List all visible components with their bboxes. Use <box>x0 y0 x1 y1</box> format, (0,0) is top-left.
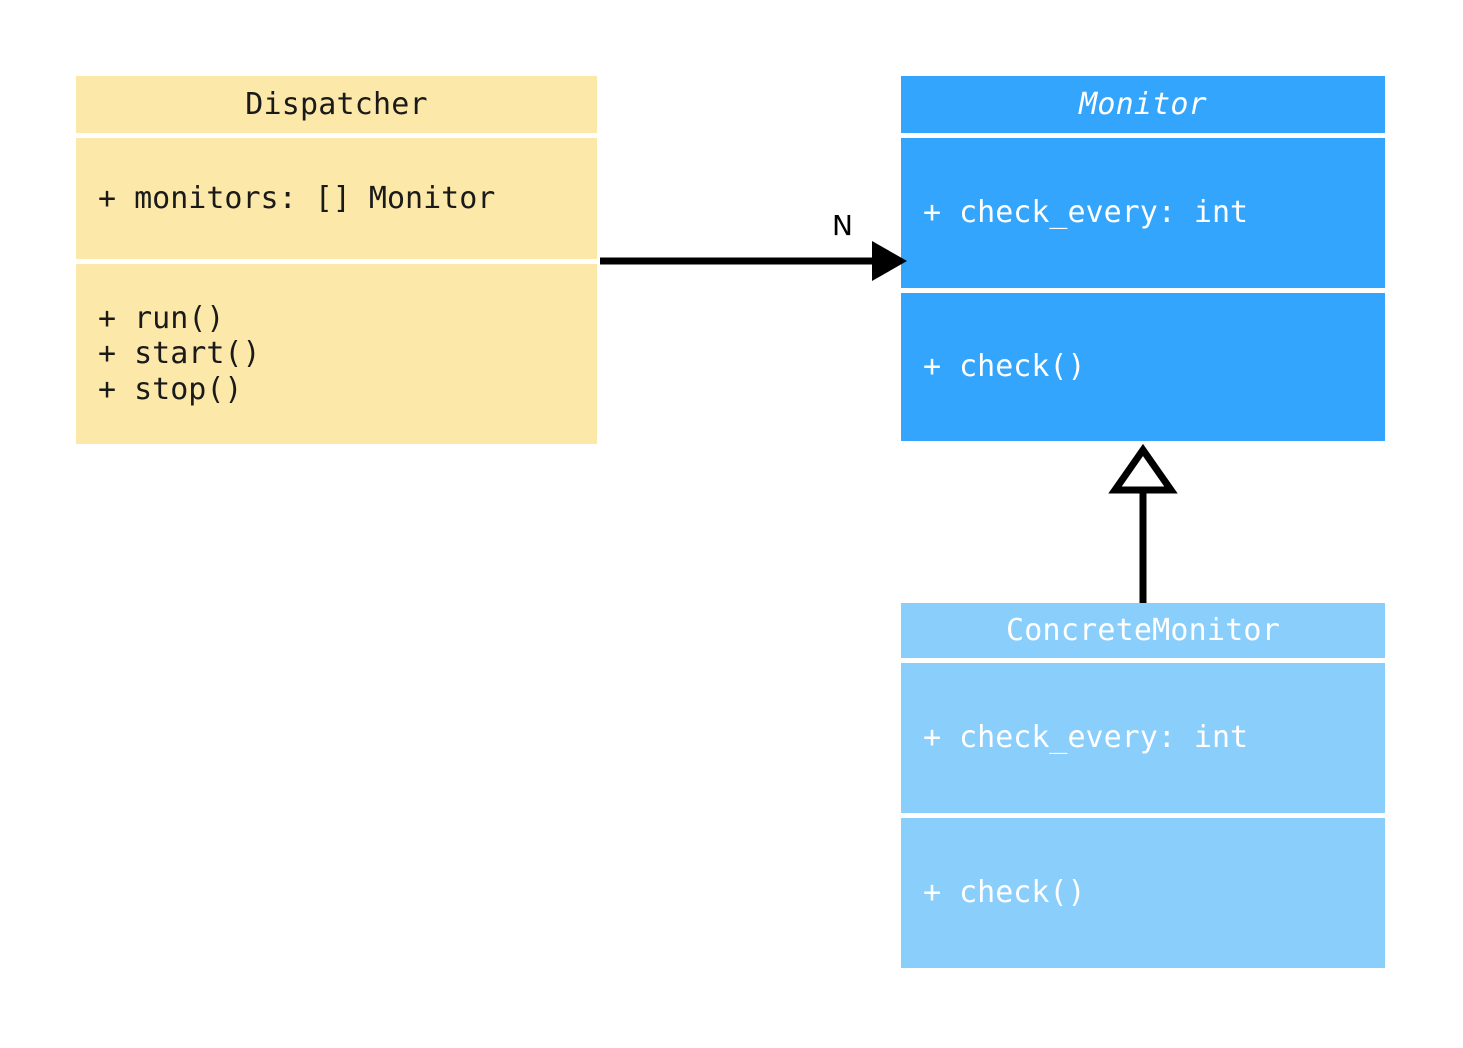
compartment-divider <box>901 133 1385 138</box>
class-name-concrete-monitor: ConcreteMonitor <box>1006 613 1280 648</box>
compartment-divider <box>901 658 1385 663</box>
attribute-row: + monitors: [] Monitor <box>98 180 496 216</box>
class-attributes-monitor: + check_every: int <box>901 138 1385 288</box>
class-methods-monitor: + check() <box>901 293 1385 441</box>
compartment-divider <box>901 288 1385 293</box>
class-methods-concrete-monitor: + check() <box>901 818 1385 968</box>
class-name-dispatcher: Dispatcher <box>245 87 428 122</box>
compartment-divider <box>76 133 597 138</box>
generalization-triangle-icon <box>1108 443 1178 494</box>
class-box-monitor[interactable]: Monitor + check_every: int + check() <box>901 76 1385 441</box>
attribute-row: + check_every: int <box>923 195 1249 231</box>
class-box-concrete-monitor[interactable]: ConcreteMonitor + check_every: int + che… <box>901 603 1385 968</box>
class-title-dispatcher: Dispatcher <box>76 76 597 133</box>
class-methods-dispatcher: + run() + start() + stop() <box>76 264 597 444</box>
compartment-divider <box>901 813 1385 818</box>
method-row: + check() <box>923 875 1086 911</box>
class-title-concrete-monitor: ConcreteMonitor <box>901 603 1385 658</box>
edge-dispatcher-to-monitor <box>600 241 907 281</box>
edge-concrete-monitor-to-monitor <box>1108 443 1178 603</box>
method-row: + start() <box>98 336 261 372</box>
compartment-divider <box>76 259 597 264</box>
class-name-monitor: Monitor <box>1079 87 1207 122</box>
class-box-dispatcher[interactable]: Dispatcher + monitors: [] Monitor + run(… <box>76 76 597 444</box>
attribute-row: + check_every: int <box>923 720 1249 756</box>
class-title-monitor: Monitor <box>901 76 1385 133</box>
method-row: + check() <box>923 349 1086 385</box>
method-row: + run() <box>98 300 225 336</box>
class-attributes-concrete-monitor: + check_every: int <box>901 663 1385 813</box>
edge-label-multiplicity: N <box>832 209 853 242</box>
method-row: + stop() <box>98 371 243 407</box>
class-attributes-dispatcher: + monitors: [] Monitor <box>76 138 597 259</box>
